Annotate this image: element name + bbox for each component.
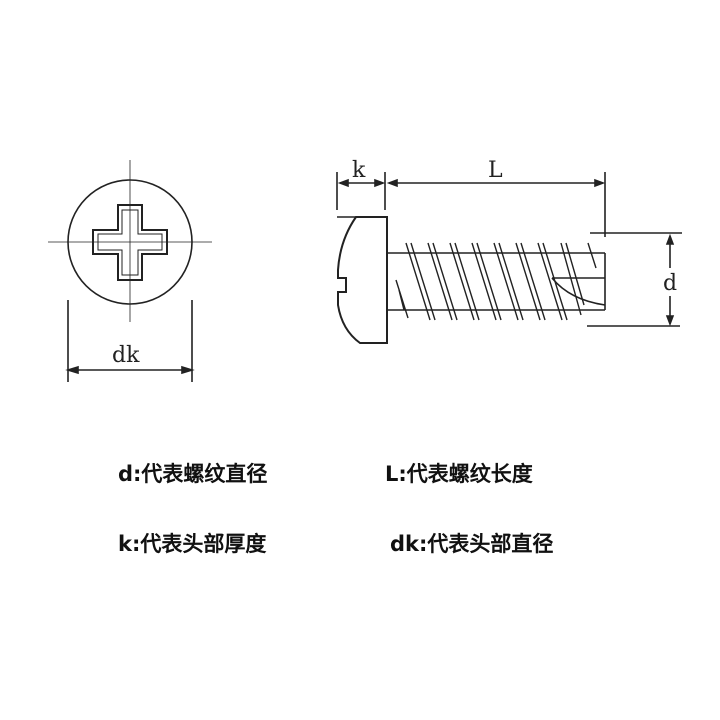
- screw-head: [337, 216, 388, 344]
- screw-top-view: dk: [48, 160, 212, 382]
- threads: [395, 242, 606, 321]
- legend-L: L:代表螺纹长度: [385, 462, 533, 486]
- L-label: L: [488, 158, 503, 183]
- legend-dk: dk:代表头部直径: [390, 532, 554, 556]
- dk-label: dk: [112, 343, 140, 368]
- legend-d: d:代表螺纹直径: [118, 462, 268, 486]
- k-label: k: [352, 158, 366, 183]
- screw-side-view: k L d: [336, 158, 682, 344]
- phillips-recess: [92, 204, 168, 281]
- legend-k: k:代表头部厚度: [118, 532, 267, 556]
- d-label: d: [663, 271, 677, 296]
